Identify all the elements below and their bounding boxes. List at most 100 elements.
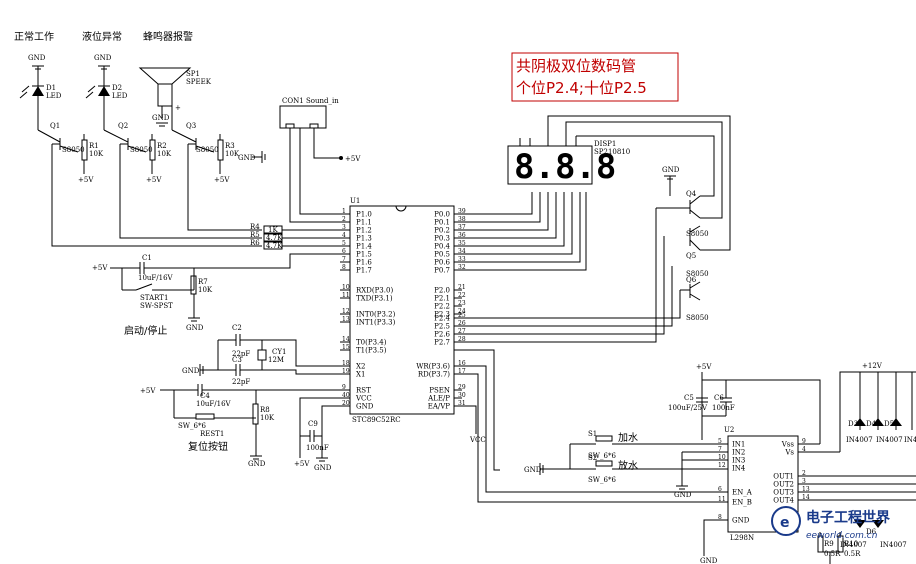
svg-text:+5V: +5V — [214, 176, 230, 184]
u2-pin-label-left: IN2 — [732, 449, 745, 457]
u1-pin-label-right: P0.7 — [434, 267, 450, 275]
svg-text:C2: C2 — [232, 324, 242, 332]
switch-s2: S2 SW_6*6 — [570, 454, 728, 484]
svg-text:L298N: L298N — [730, 534, 754, 542]
vcc-ea: VCC — [469, 436, 486, 444]
u1-pin-number-left: 15 — [342, 344, 350, 351]
svg-text:100nF: 100nF — [712, 404, 735, 412]
svg-text:U1: U1 — [350, 197, 360, 205]
svg-text:S8050: S8050 — [130, 146, 153, 154]
u1-pin-number-right: 32 — [458, 264, 466, 271]
svg-text:C9: C9 — [308, 420, 318, 428]
u1-pin-number-left: 1 — [342, 208, 346, 215]
transistor-q3: Q3 S8050 — [171, 122, 219, 170]
u1-pin-number-left: 5 — [342, 240, 346, 247]
u1-pin-number-right: 35 — [458, 240, 466, 247]
svg-text:+5V: +5V — [345, 155, 361, 163]
svg-text:+5V: +5V — [78, 176, 94, 184]
svg-text:IN4007: IN4007 — [840, 541, 867, 549]
u1-pin-number-left: 40 — [342, 392, 350, 399]
svg-text:GND: GND — [524, 466, 542, 474]
svg-text:Q1: Q1 — [50, 122, 60, 130]
svg-text:SP1: SP1 — [186, 70, 200, 78]
led-d1: D1 LED — [19, 78, 62, 130]
u1-pin-label-left: RXD(P3.0) — [356, 287, 393, 295]
u1-pin-label-right: P2.5 — [434, 323, 450, 331]
u1-pin-number-left: 4 — [342, 232, 346, 239]
start-circuit: +5V C1 10uF/16V START1 SW-SPST R7 10K GN… — [92, 253, 340, 332]
u1-pin-label-right: P2.1 — [434, 295, 450, 303]
u1-pin-number-left: 11 — [342, 292, 350, 299]
label-reset: 复位按钮 — [188, 440, 228, 453]
display-note: 共阴极双位数码管 个位P2.4;十位P2.5 — [511, 52, 679, 102]
u1-pin-number-right: 17 — [458, 368, 466, 375]
u1-pin-label-right: P2.6 — [434, 331, 450, 339]
u2-pin-label-right: Vs — [784, 449, 794, 457]
svg-text:0.5R: 0.5R — [824, 550, 841, 558]
svg-text:10K: 10K — [198, 286, 213, 294]
svg-text:D1: D1 — [46, 84, 56, 92]
svg-text:+5V: +5V — [140, 387, 156, 395]
u1-pin-label-left: TXD(P3.1) — [356, 295, 393, 303]
u1-pin-label-right: P2.3 — [434, 311, 450, 319]
diodes-right: +12V D3 D4 D5 IN4007 IN4007 IN4007 D6 IN… — [798, 362, 916, 549]
svg-text:C6: C6 — [714, 394, 724, 402]
u1-pin-label-right: EA/VP — [428, 403, 451, 411]
u1-pin-label-right: P0.2 — [434, 227, 450, 235]
u2-pin-number-left: 8 — [718, 514, 722, 521]
svg-text:S8050: S8050 — [62, 146, 85, 154]
svg-text:GND: GND — [248, 460, 266, 468]
u1-pin-label-left: P1.0 — [356, 211, 372, 219]
gnd-u1: GND — [314, 464, 332, 472]
label-level: 液位异常 — [82, 30, 122, 43]
u2-pin-number-left: 10 — [718, 454, 726, 461]
u1-pin-number-left: 7 — [342, 256, 346, 263]
u1-pin-label-left: P1.1 — [356, 219, 372, 227]
svg-text:R10: R10 — [844, 540, 858, 548]
svg-text:Q4: Q4 — [686, 190, 697, 198]
resistor-r3: R3 10K +5V GND — [214, 134, 266, 184]
u1-pin-label-left: T0(P3.4) — [356, 339, 387, 347]
resistor-r2: R2 10K +5V — [146, 134, 172, 184]
u1-pin-number-right: 33 — [458, 256, 466, 263]
u1-pin-label-left: INT1(P3.3) — [356, 319, 396, 327]
u2-pin-number-right: 13 — [802, 486, 810, 493]
gnd-symbol-d2: GND — [94, 54, 112, 78]
p0-bus — [454, 192, 587, 271]
speaker-sp1: SP1 SPEEK + GND — [138, 67, 212, 130]
svg-text:10uF/16V: 10uF/16V — [196, 400, 232, 408]
svg-text:STC89C52RC: STC89C52RC — [352, 416, 401, 424]
u1-pin-label-left: X2 — [356, 363, 365, 371]
u2-pin-number-left: 6 — [718, 486, 722, 493]
svg-text:SPEEK: SPEEK — [186, 78, 212, 86]
svg-text:IN4007: IN4007 — [846, 436, 873, 444]
u1-pin-number-left: 14 — [342, 336, 350, 343]
u1-pin-number-right: 34 — [458, 248, 466, 255]
switch-s1: S1 SW_6*6 — [570, 430, 728, 460]
u1-pin-label-right: PSEN — [429, 387, 450, 395]
svg-text:R9: R9 — [824, 540, 834, 548]
u1-pin-label-right: P0.4 — [434, 243, 450, 251]
connector-con1: CON1 Sound_in +5V — [279, 97, 361, 223]
u2-pin-label-right: OUT2 — [773, 481, 794, 489]
svg-text:D6: D6 — [866, 528, 877, 536]
svg-text:电子工程世界: 电子工程世界 — [806, 509, 891, 526]
svg-text:Sound_in: Sound_in — [306, 97, 339, 105]
svg-text:S2: S2 — [588, 454, 597, 462]
u2-pin-label-left: IN3 — [732, 457, 745, 465]
u1-pin-label-right: P2.7 — [434, 339, 450, 347]
svg-text:+5V: +5V — [696, 363, 712, 371]
svg-text:D4: D4 — [866, 420, 877, 428]
u1-pin-number-right: 39 — [458, 208, 466, 215]
gnd-in34: GND — [674, 491, 692, 499]
svg-text:SW_6*6: SW_6*6 — [588, 476, 616, 484]
svg-text:C1: C1 — [142, 254, 152, 262]
u1-pin-number-left: 3 — [342, 224, 346, 231]
u2-pin-label-left: EN_A — [732, 489, 753, 497]
svg-text:0.5R: 0.5R — [844, 550, 861, 558]
svg-text:SW_6*6: SW_6*6 — [588, 452, 616, 460]
svg-text:+12V: +12V — [862, 362, 883, 370]
svg-text:IN4007: IN4007 — [876, 436, 903, 444]
u1-pin-label-left: P1.6 — [356, 259, 372, 267]
